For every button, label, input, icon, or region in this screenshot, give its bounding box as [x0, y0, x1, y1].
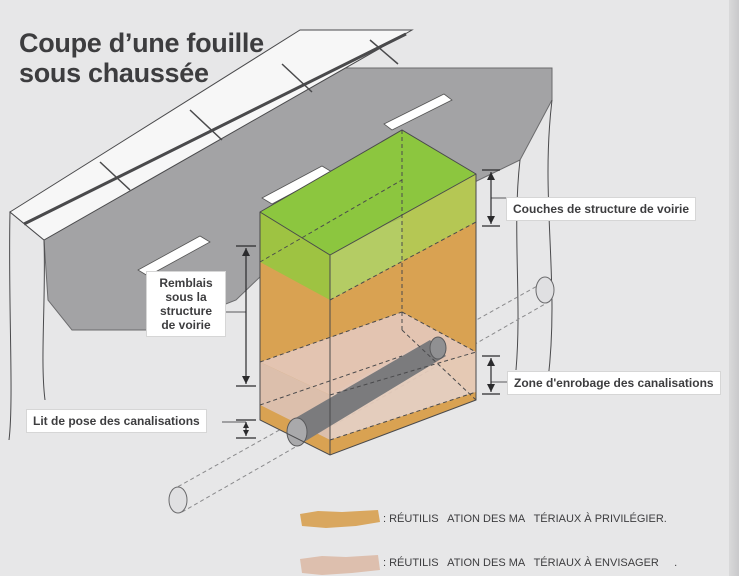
label-couches-text: Couches de structure de voirie — [513, 202, 690, 216]
soil-line — [547, 99, 553, 381]
green-layer-right — [330, 174, 476, 300]
pipe-ghost-end — [535, 276, 555, 304]
legend-swatch-privilegier — [300, 510, 380, 528]
legend-swatch-envisager — [300, 555, 380, 575]
label-lit-de-pose: Lit de pose des canalisations — [27, 410, 206, 432]
label-remblais-line: sous la — [165, 290, 207, 304]
layer-line — [401, 311, 477, 353]
page-title: Coupe d’une fouille sous chaussée — [19, 28, 264, 88]
road-joint — [281, 63, 313, 93]
label-lit-de-pose-text: Lit de pose des canalisations — [33, 414, 200, 428]
label-remblais: Remblais sous la structure de voirie — [147, 272, 225, 336]
embedding-zone — [260, 312, 476, 395]
label-remblais-line: structure — [159, 304, 212, 318]
lane-marking — [137, 235, 211, 277]
title-line-2: sous chaussée — [19, 58, 209, 88]
dimension-couches — [482, 169, 510, 227]
label-remblais-line: Remblais — [159, 276, 213, 290]
soil-line — [515, 159, 521, 371]
embedding-zone-right — [330, 352, 476, 440]
legend-item-envisager: : RÉUTILIS ATION DES MA TÉRIAUX À ENVISA… — [383, 557, 678, 569]
road-joint — [369, 39, 399, 65]
label-couches-structure: Couches de structure de voirie — [507, 198, 696, 220]
label-zone-enrobage-text: Zone d'enrobage des canalisations — [514, 376, 714, 390]
soil-line — [42, 239, 46, 401]
pipe-ghost — [171, 279, 549, 491]
title-line-1: Coupe d’une fouille — [19, 28, 264, 58]
layer-line — [259, 179, 403, 263]
layer-line — [329, 391, 477, 441]
layer-line — [329, 351, 477, 396]
label-remblais-line: de voirie — [161, 318, 211, 332]
green-layer-top — [260, 130, 476, 255]
soil-line — [8, 211, 12, 441]
dimension-remblais — [226, 245, 256, 387]
trench-edge — [329, 173, 477, 256]
pipe-end-far — [429, 336, 447, 360]
dimension-enrobage — [482, 355, 508, 395]
page-edge-strip — [729, 0, 739, 576]
road-edge-stripe — [23, 32, 407, 226]
legend-item-privilegier: : RÉUTILIS ATION DES MA TÉRIAUX À PRIVIL… — [383, 513, 667, 525]
label-zone-enrobage: Zone d'enrobage des canalisations — [508, 372, 720, 394]
layer-line — [401, 329, 477, 401]
green-layer-front — [260, 212, 330, 300]
bed-layer — [260, 392, 476, 455]
trench-edge — [259, 211, 331, 256]
pipe-end — [286, 417, 308, 447]
dimension-lit — [222, 419, 256, 439]
lane-marking — [383, 93, 453, 131]
road-joint — [189, 109, 223, 141]
pipe-ghost-end — [168, 486, 188, 514]
road-joint — [99, 161, 131, 191]
